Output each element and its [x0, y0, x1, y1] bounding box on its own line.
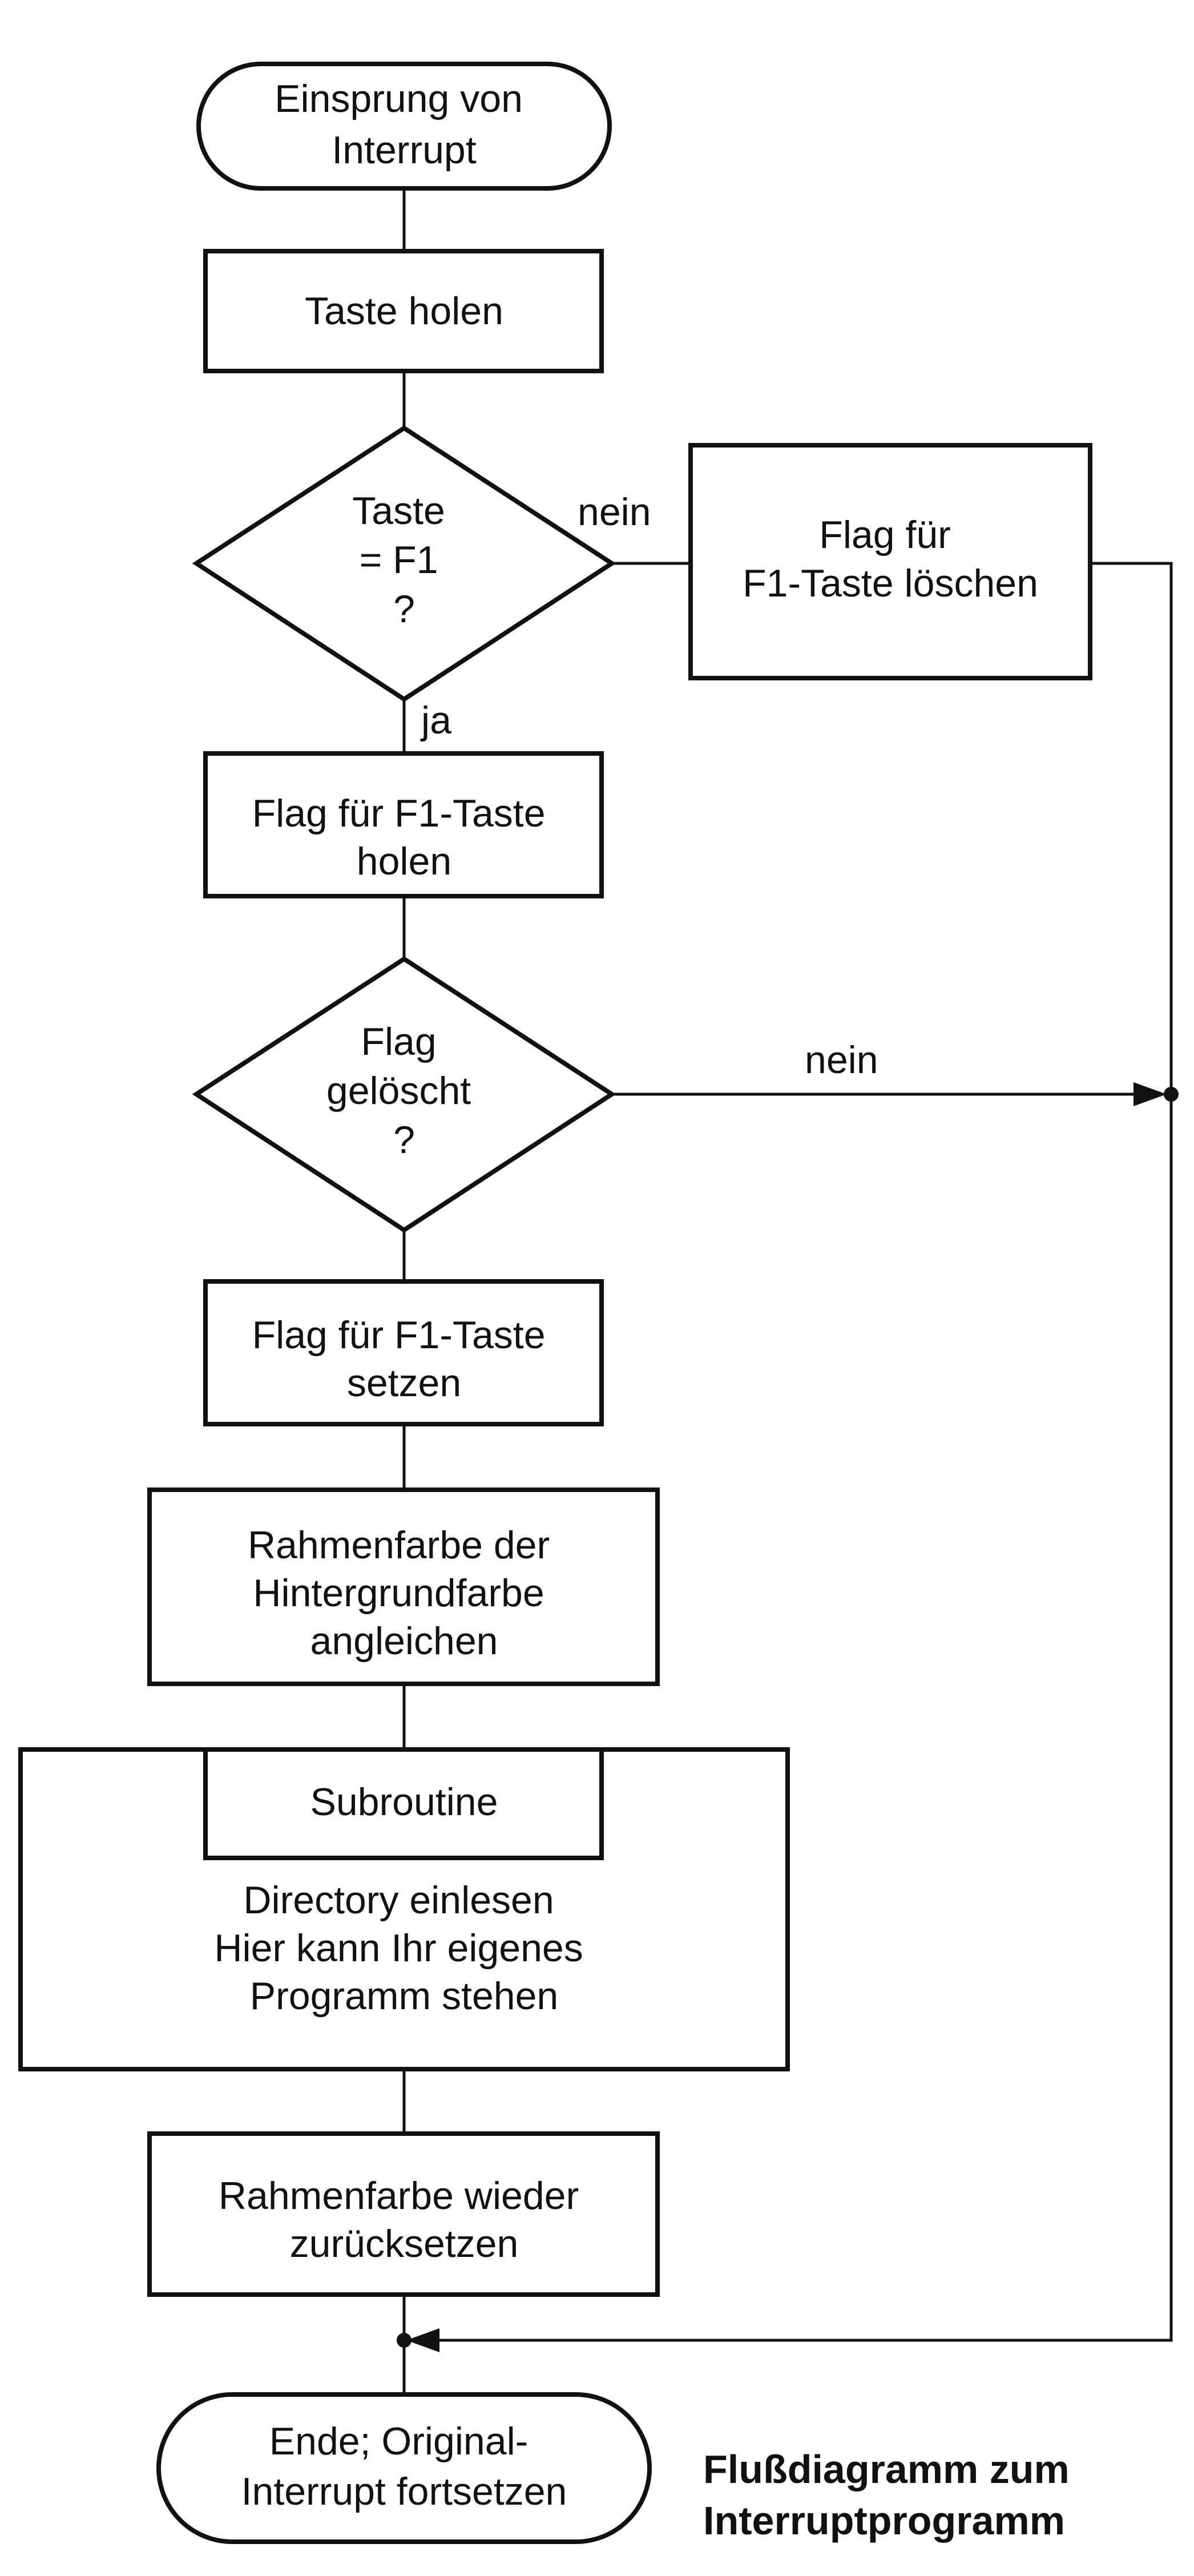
edge-label-flag-no: nein: [805, 1038, 878, 1082]
get-key-step: Taste holen: [203, 249, 604, 373]
border-reset-step: Rahmenfarbe wieder zurücksetzen: [147, 2131, 660, 2297]
set-flag-label: Flag für F1-Taste setzen: [252, 1313, 556, 1405]
clear-flag-label: Flag für F1-Taste löschen: [743, 513, 1038, 605]
set-flag-step: Flag für F1-Taste setzen: [203, 1279, 604, 1426]
edge-label-f1-yes: ja: [420, 699, 451, 742]
decision-flag-cleared-label: Flag gelöscht ?: [326, 1020, 482, 1162]
get-key-label: Taste holen: [305, 289, 503, 333]
decision-key-f1-label: Taste = F1 ?: [352, 489, 455, 631]
subroutine-block: Subroutine Directory einlesen Hier kann …: [18, 1747, 790, 2071]
start-label: Einsprung von Interrupt: [275, 77, 534, 172]
connectors: [397, 188, 1179, 2394]
get-flag-step: Flag für F1-Taste holen: [203, 751, 604, 898]
end-label: Ende; Original- Interrupt fortsetzen: [241, 2420, 567, 2513]
start-terminal: Einsprung von Interrupt: [196, 62, 612, 191]
arrowhead-return: [406, 2328, 439, 2352]
get-flag-label: Flag für F1-Taste holen: [252, 792, 556, 883]
edge-label-f1-no: nein: [578, 490, 651, 534]
figure-caption: Flußdiagramm zum Interruptprogramm: [703, 2447, 1080, 2543]
decision-key-f1: Taste = F1 ?: [192, 425, 616, 702]
subroutine-title-box: [203, 1747, 604, 1860]
clear-flag-step: Flag für F1-Taste löschen: [688, 443, 1092, 680]
edge-clear-flag-to-return-line: [422, 562, 1173, 2342]
subroutine-body-label: Directory einlesen Hier kann Ihr eigenes…: [214, 1878, 594, 2018]
junction-dot-bottom: [397, 2333, 412, 2348]
border-match-label: Rahmenfarbe der Hintergrundfarbe angleic…: [248, 1523, 560, 1663]
border-reset-label: Rahmenfarbe wieder zurücksetzen: [219, 2174, 590, 2265]
junction-dot-right: [1164, 1087, 1179, 1102]
border-match-step: Rahmenfarbe der Hintergrundfarbe angleic…: [147, 1487, 660, 1686]
end-terminal: Ende; Original- Interrupt fortsetzen: [156, 2392, 652, 2544]
arrowhead-flag-no: [1134, 1082, 1167, 1106]
decision-flag-cleared: Flag gelöscht ?: [192, 956, 616, 1233]
subroutine-title-label: Subroutine: [310, 1780, 498, 1824]
